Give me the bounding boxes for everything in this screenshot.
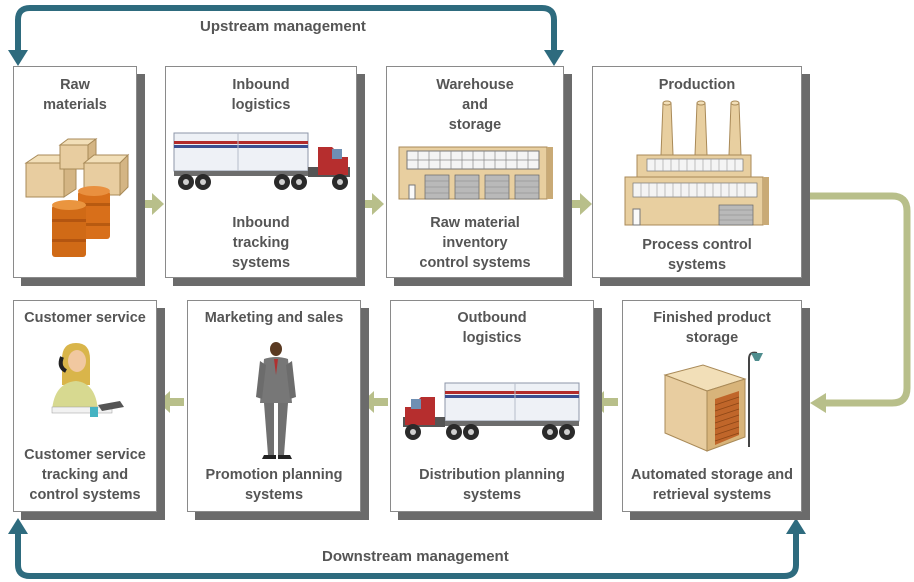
upstream-management-label: Upstream management <box>200 18 366 35</box>
truck-icon <box>403 382 580 440</box>
stage-production: Production Process control systems <box>592 66 802 278</box>
stage-warehouse-storage: Warehouse and storage Raw material inven… <box>386 66 564 278</box>
stage-raw-materials: Raw materials <box>13 66 137 278</box>
stage-subtitle: Promotion planning systems <box>205 467 343 503</box>
businessman-icon <box>256 342 296 459</box>
stage-title: Marketing and sales <box>204 310 344 326</box>
truck-icon <box>173 132 350 190</box>
stage-title: Outbound logistics <box>457 310 527 346</box>
stage-inbound-logistics: Inbound logistics Inbound tracking syste… <box>165 66 357 278</box>
production-to-storage-arrow <box>800 192 911 407</box>
stage-subtitle: Raw material inventory control systems <box>419 215 531 271</box>
phone-operator-icon <box>51 343 124 417</box>
storage-unit-icon <box>663 351 763 452</box>
stage-title: Inbound logistics <box>231 77 291 113</box>
stage-finished-product-storage: Finished product storage Automated stora… <box>622 300 802 512</box>
stage-title: Warehouse and storage <box>436 77 514 133</box>
stage-title: Production <box>658 77 736 93</box>
stage-title: Raw materials <box>43 77 107 113</box>
downstream-arrow <box>15 528 799 579</box>
stage-customer-service: Customer service Customer service tracki… <box>13 300 157 512</box>
downstream-management-label: Downstream management <box>322 548 509 565</box>
upstream-arrow <box>15 5 557 58</box>
stage-subtitle: Automated storage and retrieval systems <box>631 467 793 503</box>
crates-and-barrels-icon <box>24 138 130 257</box>
stage-subtitle: Customer service tracking and control sy… <box>24 447 146 503</box>
stage-title: Finished product storage <box>653 310 771 346</box>
stage-subtitle: Distribution planning systems <box>419 467 565 503</box>
stage-subtitle: Process control systems <box>642 237 752 273</box>
stage-outbound-logistics: Outbound logistics Distribution planning… <box>390 300 594 512</box>
stage-marketing-sales: Marketing and sales Promotion planning s… <box>187 300 361 512</box>
stage-title: Customer service <box>24 310 146 326</box>
warehouse-icon <box>398 146 553 200</box>
factory-icon <box>624 100 769 226</box>
stage-subtitle: Inbound tracking systems <box>231 215 291 271</box>
small-flow-arrows <box>138 193 618 413</box>
